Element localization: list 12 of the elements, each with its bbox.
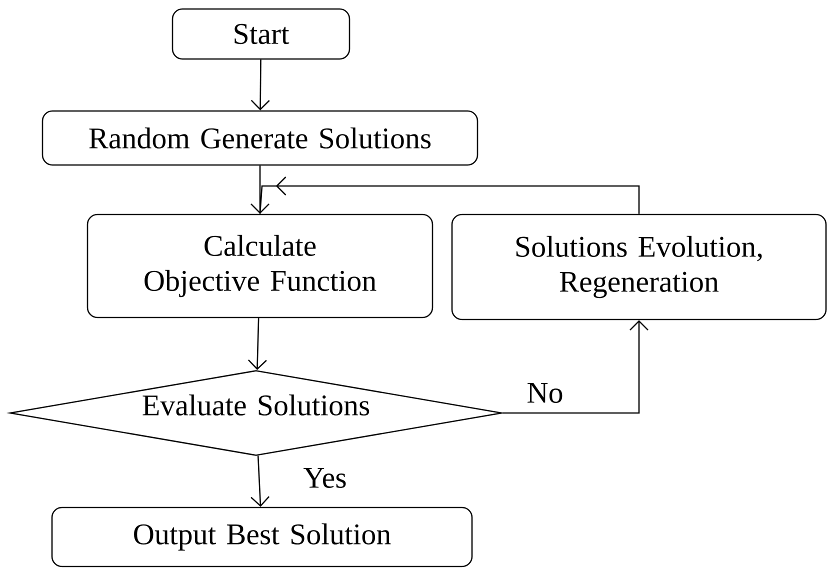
process-box: Calculate Objective Function xyxy=(86,214,434,318)
edge-label: Yes xyxy=(302,467,348,489)
process-box: Start xyxy=(172,8,350,60)
arrow xyxy=(250,60,270,110)
arrow xyxy=(502,320,648,414)
process-box: Random Generate Solutions xyxy=(42,110,478,166)
process-box: Solutions Evolution, Regeneration xyxy=(451,214,827,320)
edge-label: No xyxy=(526,382,564,404)
process-box: Output Best Solution xyxy=(51,506,473,568)
arrow xyxy=(250,166,270,214)
arrow xyxy=(248,318,267,370)
arrow xyxy=(250,456,270,507)
